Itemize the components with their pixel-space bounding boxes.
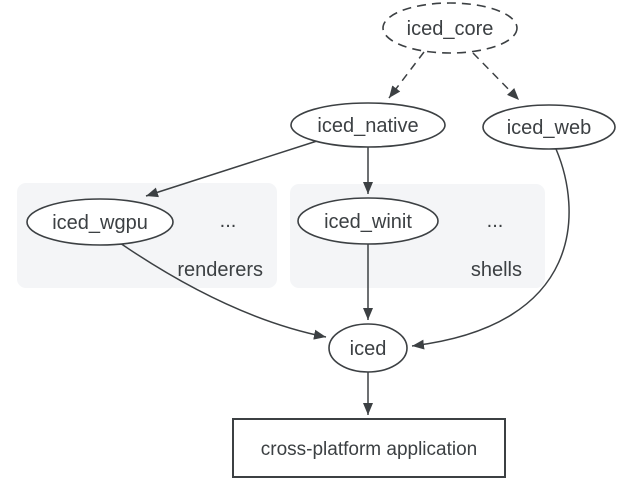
iced-native-ellipse bbox=[290, 102, 446, 148]
iced-web-label: iced_web bbox=[507, 117, 592, 139]
edge-web-to-iced bbox=[411, 148, 570, 350]
iced-native-label: iced_native bbox=[317, 115, 418, 137]
iced-core-label: iced_core bbox=[407, 18, 494, 40]
node-cross-platform-application: cross-platform application bbox=[232, 418, 506, 478]
node-iced-wgpu: iced_wgpu bbox=[26, 198, 174, 246]
node-iced-core: iced_core bbox=[382, 2, 518, 54]
iced-winit-ellipse bbox=[297, 197, 439, 245]
shells-group-label: shells bbox=[471, 259, 522, 281]
edge-core-to-native bbox=[388, 51, 425, 99]
node-iced: iced bbox=[328, 323, 408, 373]
iced-winit-label: iced_winit bbox=[324, 211, 412, 233]
node-iced-web: iced_web bbox=[482, 104, 616, 150]
iced-core-ellipse bbox=[382, 2, 518, 54]
renderers-group-label: renderers bbox=[177, 259, 263, 281]
shells-ellipsis: ... bbox=[487, 210, 504, 232]
app-rect bbox=[232, 418, 506, 478]
app-label: cross-platform application bbox=[261, 439, 477, 460]
edge-core-to-web bbox=[472, 52, 520, 101]
edge-native-to-wgpu bbox=[145, 140, 318, 198]
iced-label: iced bbox=[350, 338, 387, 360]
node-iced-native: iced_native bbox=[290, 102, 446, 148]
iced-wgpu-ellipse bbox=[26, 198, 174, 246]
edge-wgpu-to-iced bbox=[119, 242, 327, 340]
iced-web-ellipse bbox=[482, 104, 616, 150]
renderers-ellipsis: ... bbox=[220, 210, 237, 232]
node-iced-winit: iced_winit bbox=[297, 197, 439, 245]
iced-wgpu-label: iced_wgpu bbox=[52, 212, 148, 234]
iced-ellipse bbox=[328, 323, 408, 373]
